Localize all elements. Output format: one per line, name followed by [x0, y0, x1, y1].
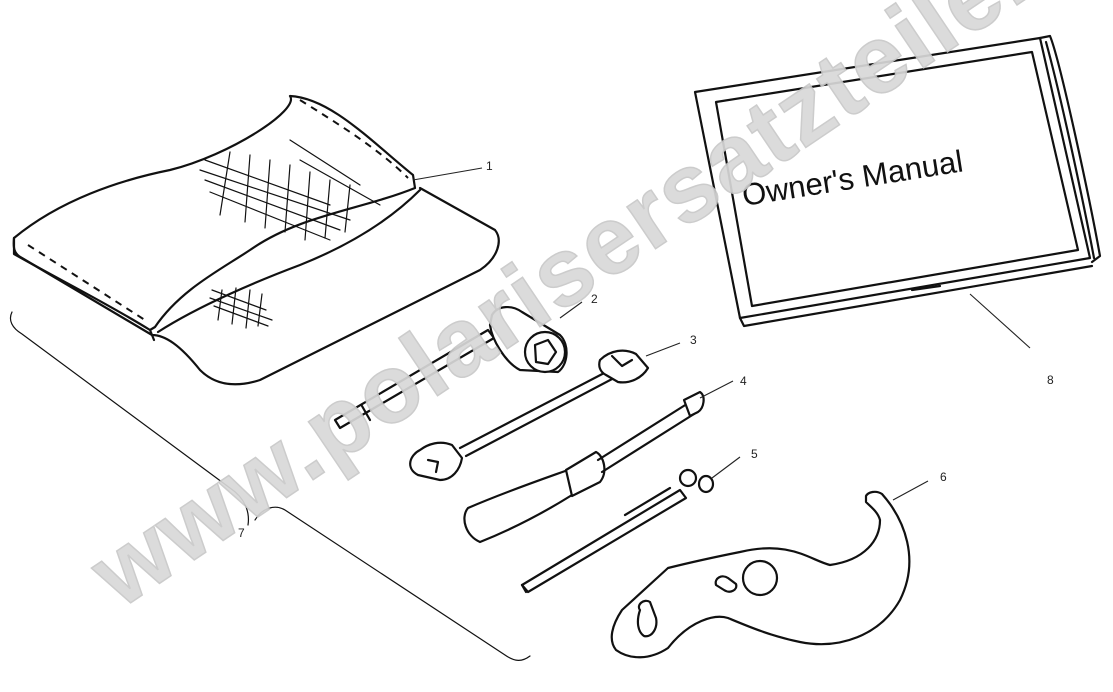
callout-1: 1 [486, 159, 493, 173]
owners-manual: Owner's Manual [693, 34, 1102, 349]
spanner-wrench [610, 480, 929, 659]
tire-pressure-gauge [520, 456, 741, 594]
callout-2: 2 [591, 292, 598, 306]
callout-7: 7 [238, 526, 245, 540]
callout-6: 6 [940, 470, 947, 484]
spark-plug-socket-wrench [333, 301, 583, 430]
tool-pouch [12, 94, 500, 386]
open-end-wrench [409, 342, 681, 482]
tool-kit-bracket-outline [9, 311, 531, 661]
callout-3: 3 [690, 333, 697, 347]
callout-5: 5 [751, 447, 758, 461]
callout-8: 8 [1047, 373, 1054, 387]
screwdriver [463, 380, 734, 544]
callout-4: 4 [740, 374, 747, 388]
